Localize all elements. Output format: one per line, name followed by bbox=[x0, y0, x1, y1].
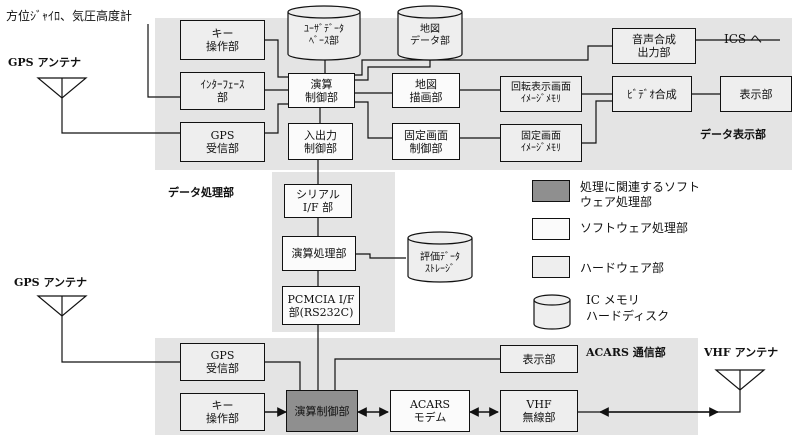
user-database-label: ﾕｰｻﾞﾃﾞｰﾀ ﾍﾞｰｽ部 bbox=[304, 24, 344, 47]
processing-compute-unit: 演算処理部 bbox=[282, 236, 356, 271]
video-synthesis-unit: ﾋﾞﾃﾞｵ合成 bbox=[612, 76, 692, 112]
key-operation-unit: キー 操作部 bbox=[180, 20, 265, 60]
map-db-cylinder-icon bbox=[397, 12, 463, 61]
vhf-antenna-label: VHF アンテナ bbox=[704, 346, 779, 359]
voice-synthesis-output-unit: 音声合成 出力部 bbox=[612, 28, 696, 64]
acars-compute-control-unit: 演算制御部 bbox=[286, 390, 358, 432]
storage-cylinder-icon bbox=[407, 238, 473, 283]
evaluation-data-storage-label: 評価ﾃﾞｰﾀ ｽﾄﾚｰｼﾞ bbox=[420, 252, 460, 275]
data-processing-section-title: データ処理部 bbox=[168, 186, 234, 199]
rotation-display-image-memory: 回転表示画面 ｲﾒｰｼﾞﾒﾓﾘ bbox=[500, 76, 582, 112]
legend-label-related-software: 処理に関連するソフト ウェア処理部 bbox=[580, 180, 701, 209]
fixed-screen-control-unit: 固定画面 制御部 bbox=[392, 123, 460, 160]
acars-display-unit: 表示部 bbox=[500, 345, 578, 373]
acars-gps-receiver-unit: GPS 受信部 bbox=[180, 343, 265, 381]
legend-label-software: ソフトウェア処理部 bbox=[580, 221, 689, 235]
legend-memory-cylinder-icon bbox=[533, 300, 571, 330]
acars-key-operation-unit: キー 操作部 bbox=[180, 393, 265, 431]
vhf-antenna-icon bbox=[714, 369, 766, 391]
vhf-radio-unit: VHF 無線部 bbox=[500, 390, 578, 432]
display-unit: 表示部 bbox=[720, 76, 792, 112]
gps-antenna-upper-label: GPS アンテナ bbox=[8, 56, 81, 69]
display-compute-control-unit: 演算 制御部 bbox=[288, 73, 355, 108]
map-drawing-unit: 地図 描画部 bbox=[392, 73, 460, 108]
fixed-screen-image-memory: 固定画面 ｲﾒｰｼﾞﾒﾓﾘ bbox=[500, 124, 582, 162]
acars-modem: ACARS モデム bbox=[390, 390, 470, 432]
interface-unit: ｲﾝﾀｰﾌｪｰｽ 部 bbox=[180, 72, 265, 110]
legend-label-hardware: ハードウェア部 bbox=[580, 261, 665, 275]
map-database-label: 地図 データ部 bbox=[410, 24, 450, 47]
gps-antenna-icon bbox=[36, 77, 88, 99]
gyro-altimeter-label: 方位ｼﾞｬｲﾛ、気圧高度計 bbox=[6, 9, 133, 23]
legend-swatch-software bbox=[532, 218, 570, 240]
serial-interface-unit: シリアル I/F 部 bbox=[284, 184, 352, 218]
legend-swatch-related-software bbox=[532, 180, 570, 202]
data-display-section-title: データ表示部 bbox=[700, 128, 766, 141]
legend-swatch-hardware bbox=[532, 256, 570, 278]
legend-label-memory: IC メモリ ハードディスク bbox=[586, 293, 670, 323]
user-db-cylinder-icon bbox=[287, 12, 361, 61]
gps-receiver-unit: GPS 受信部 bbox=[180, 122, 265, 162]
io-control-unit: 入出力 制御部 bbox=[288, 123, 353, 160]
ics-label: ICS へ bbox=[724, 32, 762, 46]
acars-section-title: ACARS 通信部 bbox=[586, 346, 666, 359]
gps-antenna-lower-label: GPS アンテナ bbox=[14, 276, 87, 289]
gps-antenna-icon bbox=[36, 295, 88, 317]
pcmcia-interface-unit: PCMCIA I/F 部(RS232C) bbox=[282, 286, 360, 325]
